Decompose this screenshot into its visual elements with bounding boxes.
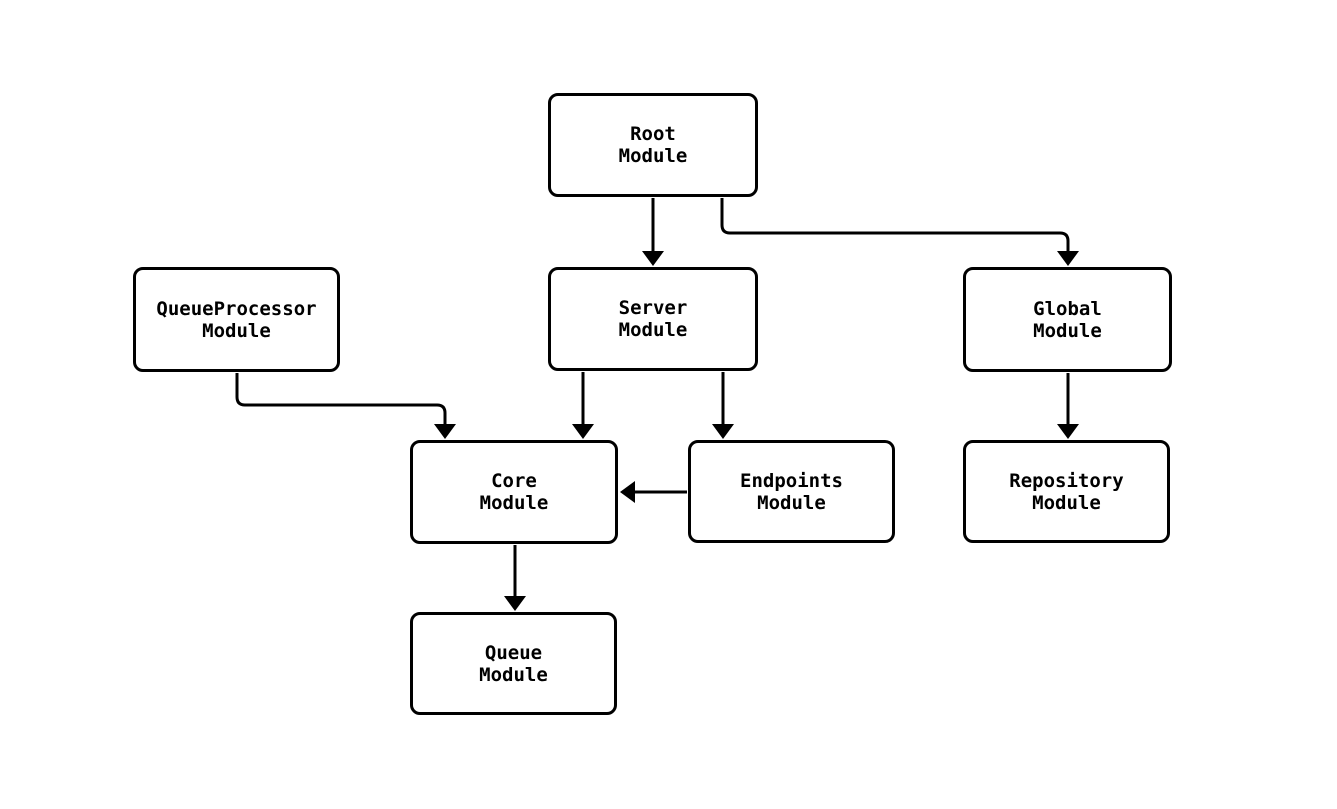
node-label-line: Endpoints — [740, 469, 843, 492]
node-queue-module: Queue Module — [410, 612, 617, 715]
node-repository-module: Repository Module — [963, 440, 1170, 543]
node-label-line: Core — [491, 470, 537, 492]
node-label-line: Queue — [484, 641, 543, 664]
edge-root-server-arrowhead-icon — [642, 251, 664, 266]
edge-root-global-arrowhead-icon — [1057, 251, 1079, 266]
node-endpoints-module: Endpoints Module — [688, 440, 895, 543]
node-label-line: QueueProcessor — [156, 297, 317, 320]
edge-endpoints-core — [620, 481, 687, 503]
edge-core-queue — [504, 545, 526, 611]
edge-server-core — [572, 372, 594, 439]
edge-global-repository-arrowhead-icon — [1057, 424, 1079, 439]
edge-server-core-arrowhead-icon — [572, 424, 594, 439]
node-label-line: Module — [757, 491, 826, 514]
edge-core-queue-arrowhead-icon — [504, 596, 526, 611]
node-queueprocessor-module: QueueProcessor Module — [133, 267, 340, 372]
node-global-module: Global Module — [963, 267, 1172, 372]
node-label-line: Module — [202, 319, 271, 342]
node-label-line: Module — [618, 319, 688, 341]
edge-root-global — [720, 198, 1079, 266]
node-root-module: Root Module — [548, 93, 758, 197]
node-core-module: Core Module — [410, 440, 618, 544]
edge-root-global-line — [720, 198, 1070, 252]
node-label-line: Root — [630, 123, 676, 145]
node-server-module: Server Module — [548, 267, 758, 371]
node-label-line: Module — [479, 492, 549, 514]
node-label-line: Server — [618, 297, 688, 319]
node-label-line: Global — [1033, 297, 1102, 320]
node-label-line: Module — [479, 663, 548, 686]
edge-global-repository — [1057, 373, 1079, 439]
edge-queueprocessor-core-arrowhead-icon — [434, 424, 456, 439]
node-label-line: Module — [1032, 491, 1101, 514]
node-label-line: Repository — [1009, 469, 1124, 492]
edge-server-endpoints-arrowhead-icon — [712, 424, 734, 439]
node-label-line: Module — [618, 145, 688, 167]
edge-root-server — [642, 198, 664, 266]
edge-endpoints-core-arrowhead-icon — [620, 481, 635, 503]
edge-server-endpoints — [712, 372, 734, 439]
edge-queueprocessor-core — [235, 373, 456, 439]
node-label-line: Module — [1033, 319, 1102, 342]
edge-queueprocessor-core-line — [235, 373, 447, 425]
